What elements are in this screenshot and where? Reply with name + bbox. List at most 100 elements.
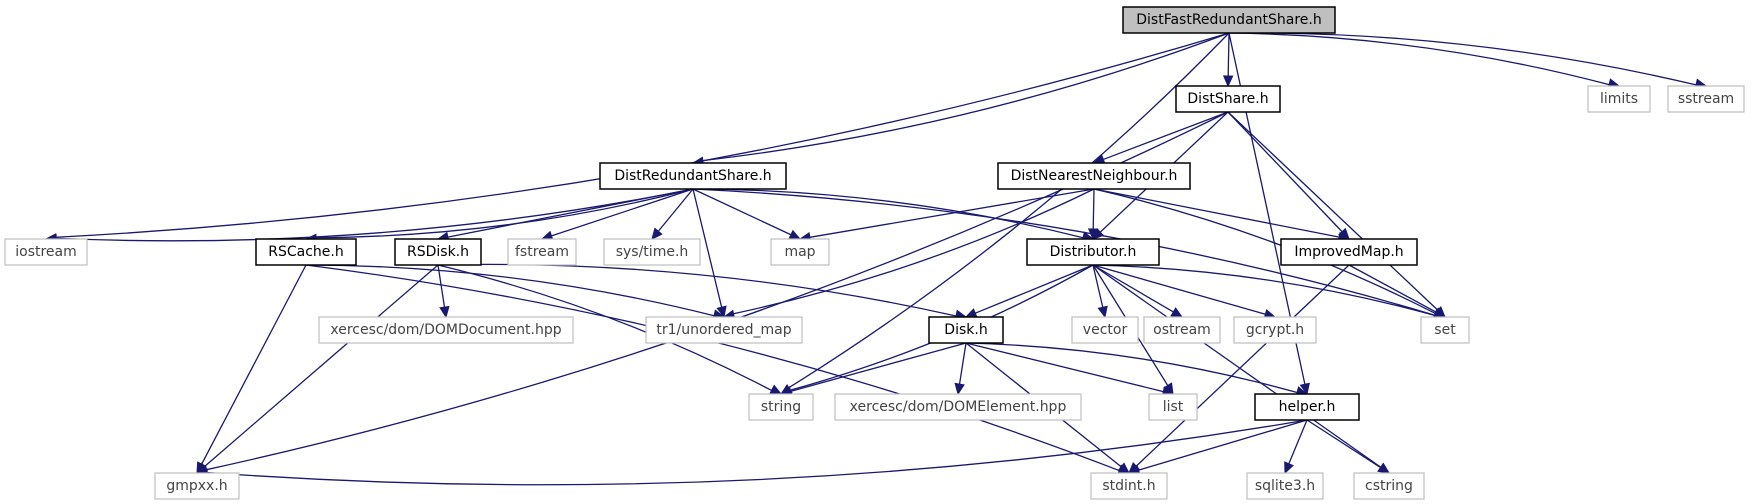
edge-arrowhead (439, 305, 450, 319)
edge-line (1135, 264, 1350, 467)
node-RSDisk[interactable]: RSDisk.h (394, 238, 482, 266)
node-DistRedundantShare[interactable]: DistRedundantShare.h (599, 162, 787, 190)
node-label: vector (1083, 322, 1128, 338)
edges-layer (44, 32, 1708, 486)
node-box (1254, 393, 1360, 421)
node-vector: vector (1071, 316, 1139, 344)
node-ImprovedMap[interactable]: ImprovedMap.h (1280, 238, 1418, 266)
edge-RSDisk-to-gmpxx (196, 264, 439, 474)
node-ostream: ostream (1143, 316, 1221, 344)
node-label: Distributor.h (1050, 244, 1137, 260)
node-box (645, 316, 803, 344)
edge-line (437, 264, 772, 392)
node-label: sqlite3.h (1255, 478, 1315, 494)
edge-Distributor-to-cstring (1092, 264, 1390, 474)
edge-RSCache-to-gmpxx (196, 264, 307, 475)
edge-line (1092, 264, 1436, 317)
edge-DistShare-to-DistNearestNeighbour (1092, 111, 1229, 165)
edge-arrowhead (1299, 382, 1310, 396)
node-label: map (784, 244, 815, 260)
node-label: xercesc/dom/DOMElement.hpp (850, 399, 1067, 415)
edge-line (1227, 111, 1343, 233)
node-DistNearestNeighbour[interactable]: DistNearestNeighbour.h (997, 162, 1191, 190)
node-gmpxx: gmpxx.h (154, 472, 240, 500)
edge-line (1092, 188, 1095, 230)
edge-arrowhead (1222, 75, 1234, 88)
edge-Distributor-to-vector (1092, 264, 1108, 319)
node-label: DistFastRedundantShare.h (1136, 12, 1321, 28)
node-label: RSDisk.h (407, 244, 469, 260)
edge-DistShare-to-ImprovedMap (1227, 111, 1350, 240)
edge-line (1103, 111, 1229, 161)
edge-DistNearestNeighbour-to-ImprovedMap (1093, 188, 1351, 243)
node-label: helper.h (1279, 399, 1336, 415)
edge-line (201, 264, 307, 465)
edge-line (809, 188, 1095, 238)
edge-arrowhead (954, 382, 965, 396)
edge-line (657, 188, 694, 232)
node-label: cstring (1365, 478, 1413, 494)
edge-Distributor-to-gcrypt (1092, 264, 1277, 320)
edge-helper-to-sqlite3 (1284, 419, 1308, 475)
node-DistShare[interactable]: DistShare.h (1175, 85, 1281, 113)
edge-RSDisk-to-DOMDocument (437, 264, 450, 319)
node-string: string (748, 393, 814, 421)
edge-Disk-to-DOMElement (954, 342, 967, 396)
edge-ImprovedMap-to-set (1348, 264, 1447, 318)
edge-arrowhead (769, 384, 783, 395)
node-label: set (1434, 322, 1456, 338)
node-label: iostream (15, 244, 77, 260)
node-map: map (770, 238, 830, 266)
edge-line (55, 32, 1230, 238)
edge-line (733, 188, 1095, 315)
node-label: limits (1600, 91, 1638, 107)
node-box (1026, 238, 1160, 266)
node-box (507, 238, 577, 266)
edge-line (204, 264, 439, 467)
node-helper[interactable]: helper.h (1254, 393, 1360, 421)
edge-DistFastRedundantShare-to-iostream (44, 32, 1230, 244)
edge-line (692, 188, 792, 236)
node-DistFastRedundantShare[interactable]: DistFastRedundantShare.h (1122, 6, 1336, 34)
edge-line (702, 32, 1230, 162)
node-label: Disk.h (944, 322, 987, 338)
node-box (154, 472, 240, 500)
edge-line (1228, 32, 1610, 86)
node-set: set (1420, 316, 1470, 344)
edge-line (1227, 111, 1439, 311)
edge-arrowhead (651, 227, 663, 240)
edge-line (1138, 419, 1308, 471)
node-label: string (761, 399, 801, 415)
node-fstream: fstream (507, 238, 577, 266)
node-label: ostream (1153, 322, 1211, 338)
edge-line (1306, 419, 1381, 469)
node-Disk[interactable]: Disk.h (928, 316, 1004, 344)
edge-line (447, 188, 694, 238)
edge-arrowhead (1117, 462, 1130, 474)
node-box (1175, 85, 1281, 113)
edge-line (790, 342, 967, 392)
edge-line (1093, 188, 1436, 315)
edge-arrowhead (1087, 228, 1099, 241)
node-limits: limits (1587, 85, 1651, 113)
node-box (1353, 472, 1425, 500)
edge-arrowhead (788, 229, 802, 240)
node-label: DistNearestNeighbour.h (1011, 168, 1178, 184)
edge-arrowhead (716, 305, 727, 319)
edge-line (305, 264, 715, 317)
node-sqlite3: sqlite3.h (1246, 472, 1324, 500)
node-box (834, 393, 1082, 421)
edge-DistRedundantShare-to-tr1map (692, 188, 727, 319)
edge-line (692, 188, 1436, 316)
edge-Distributor-to-Disk (964, 264, 1094, 318)
edge-Disk-to-string (779, 342, 967, 397)
node-gcrypt: gcrypt.h (1233, 316, 1317, 344)
node-stdint: stdint.h (1090, 472, 1168, 500)
edge-DistFastRedundantShare-to-DistShare (1222, 32, 1234, 88)
node-Distributor[interactable]: Distributor.h (1026, 238, 1160, 266)
node-RSCache[interactable]: RSCache.h (255, 238, 357, 266)
node-box (1143, 316, 1221, 344)
edge-arrowhead (964, 308, 978, 318)
node-box (318, 316, 574, 344)
